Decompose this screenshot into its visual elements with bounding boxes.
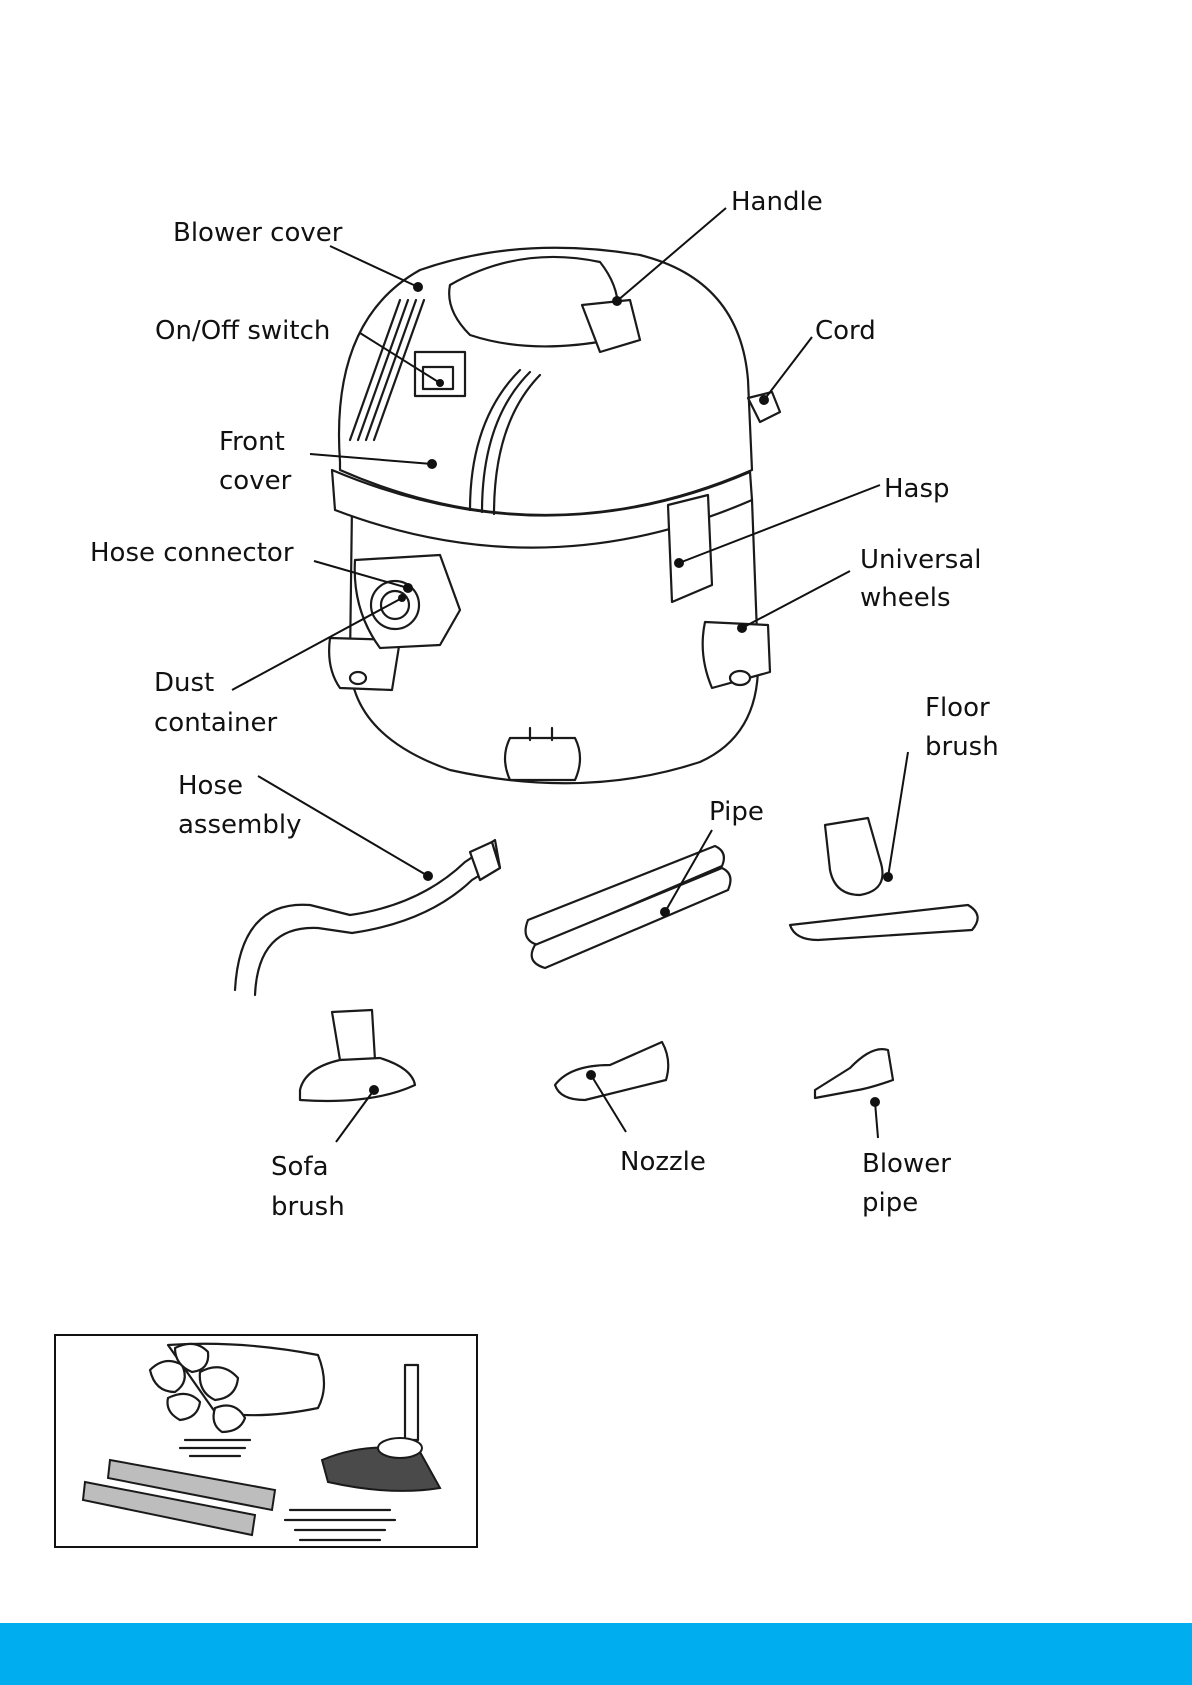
floor-brush-drawing: [790, 818, 978, 940]
label-blower-pipe-1: Blower: [862, 1149, 951, 1179]
label-floor-brush-2: brush: [925, 732, 999, 762]
hose-assembly-drawing: [235, 840, 500, 995]
vacuum-cleaner-body: [329, 248, 780, 784]
blower-pipe-drawing: [815, 1049, 893, 1107]
label-pipe: Pipe: [709, 797, 764, 827]
label-universal-wheels-1: Universal: [860, 545, 982, 575]
label-nozzle: Nozzle: [620, 1147, 706, 1177]
label-front-cover-2: cover: [219, 466, 292, 496]
label-hose-connector: Hose connector: [90, 538, 294, 568]
label-hose-assembly-2: assembly: [178, 810, 301, 840]
footer-bar: [0, 1623, 1192, 1685]
label-sofa-brush-2: brush: [271, 1192, 345, 1222]
label-on-off-switch: On/Off switch: [155, 316, 330, 346]
hasp-clip[interactable]: [668, 495, 712, 602]
label-blower-cover: Blower cover: [173, 218, 343, 248]
sofa-brush-drawing: [300, 1010, 415, 1101]
label-dust-container-2: container: [154, 708, 278, 738]
nozzle-drawing: [555, 1042, 668, 1100]
label-dust-container-1: Dust: [154, 668, 214, 698]
label-hasp: Hasp: [884, 474, 950, 504]
label-handle: Handle: [731, 187, 823, 217]
pipe-drawing: [526, 846, 731, 968]
label-universal-wheels-2: wheels: [860, 583, 951, 613]
label-front-cover-1: Front: [219, 427, 285, 457]
bottom-wheel: [505, 738, 580, 780]
label-hose-assembly-1: Hose: [178, 771, 243, 801]
label-blower-pipe-2: pipe: [862, 1188, 918, 1218]
label-sofa-brush-1: Sofa: [271, 1152, 329, 1182]
usage-illustration: [55, 1335, 477, 1547]
label-cord: Cord: [815, 316, 876, 346]
label-floor-brush-1: Floor: [925, 693, 990, 723]
